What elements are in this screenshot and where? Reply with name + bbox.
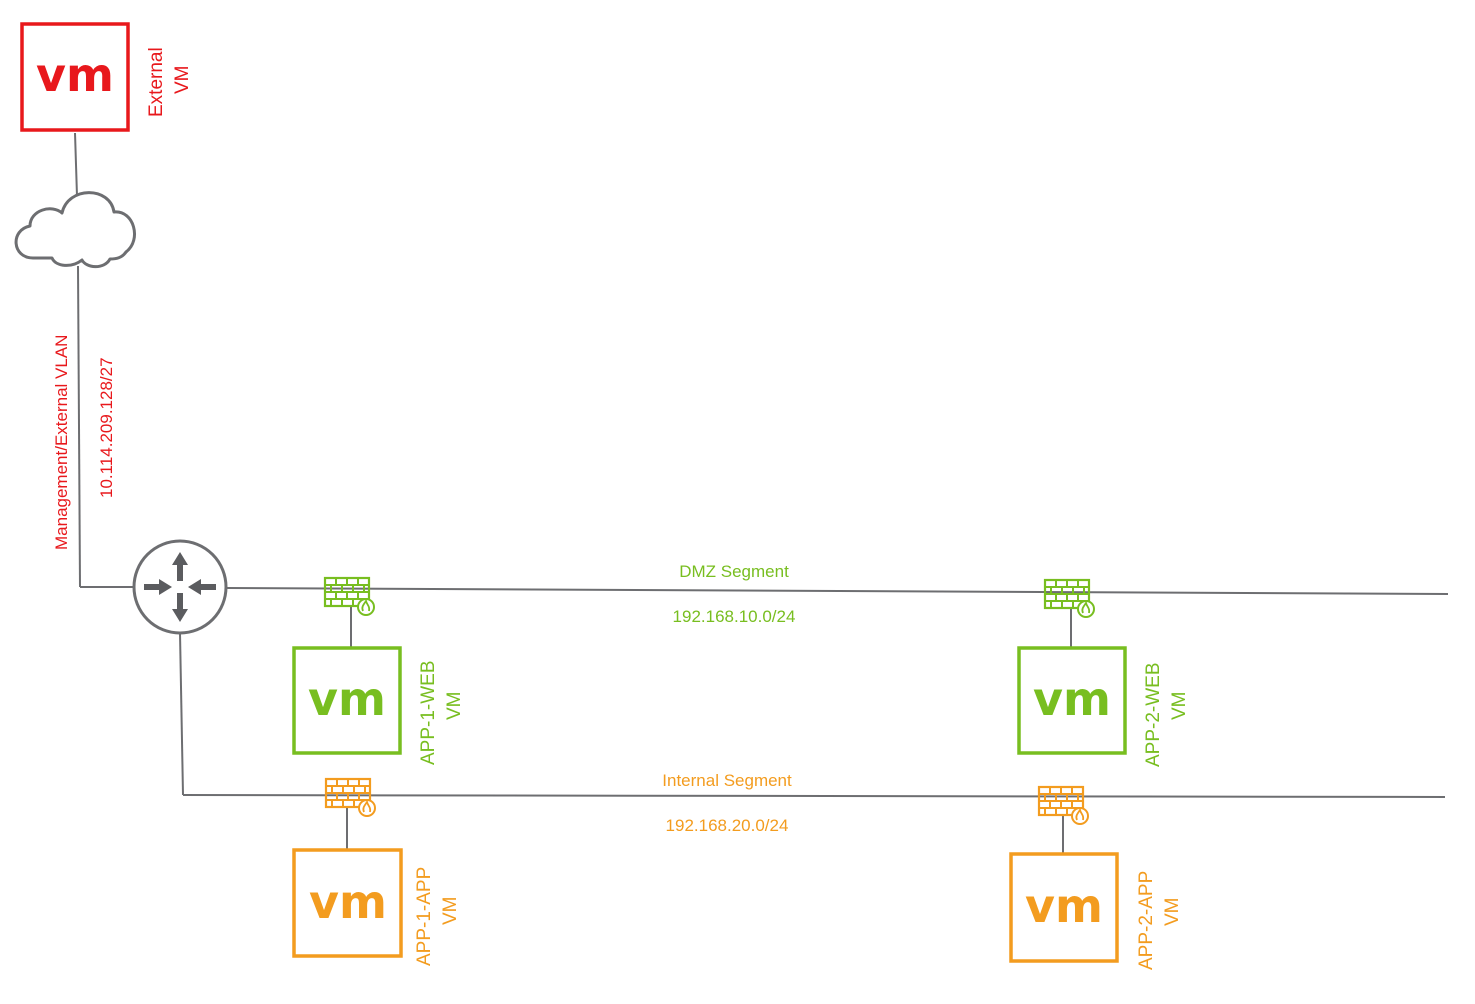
dmz-segment-line xyxy=(226,587,1449,595)
firewall-icon xyxy=(323,576,375,616)
router-to-internal-line xyxy=(179,632,184,796)
app1-web-vm-box xyxy=(292,646,402,755)
app2-app-vm-box xyxy=(1009,852,1119,963)
app1-web-vm-node: vm APP-1-WEB VM xyxy=(292,646,465,765)
app1-app-vm-box xyxy=(292,848,403,958)
app2-app-label-line2: VM xyxy=(1162,898,1183,927)
mgmt-vlan-name: Management/External VLAN xyxy=(52,335,71,550)
dmz-segment-name: DMZ Segment xyxy=(679,562,789,581)
app2-web-vm-logo: vm xyxy=(1033,672,1111,726)
cloud-icon xyxy=(14,191,136,269)
app2-app-vm-logo: vm xyxy=(1025,879,1103,933)
app1-app-vm-node: vm APP-1-APP VM xyxy=(292,848,461,966)
app1-web-vm-logo: vm xyxy=(308,672,386,726)
firewall-icon xyxy=(1043,578,1095,618)
app2-web-label-line1: APP-2-WEB xyxy=(1143,662,1164,767)
router-icon xyxy=(132,539,228,635)
app1-app-label-line2: VM xyxy=(440,897,461,926)
internal-segment-name: Internal Segment xyxy=(662,771,792,790)
external-vm-uplink xyxy=(74,132,78,197)
external-vm-label-line2: VM xyxy=(172,66,193,95)
internal-segment-cidr: 192.168.20.0/24 xyxy=(666,816,789,835)
app2-web-label-line2: VM xyxy=(1169,692,1190,721)
app1-app-label-line1: APP-1-APP xyxy=(414,867,435,966)
external-vm-logo: vm xyxy=(36,48,114,102)
connection-lines xyxy=(74,132,1449,853)
dmz-segment-cidr: 192.168.10.0/24 xyxy=(673,607,796,626)
firewall-icon xyxy=(324,777,376,817)
app1-web-label-line1: APP-1-WEB xyxy=(418,660,439,765)
mgmt-vlan-cidr: 10.114.209.128/27 xyxy=(97,357,116,498)
internal-segment-line xyxy=(182,794,1446,798)
external-vm-label-line1: External xyxy=(146,47,167,117)
app1-app-vm-logo: vm xyxy=(309,875,387,929)
mgmt-vlan-line xyxy=(77,265,81,588)
app2-app-vm-node: vm APP-2-APP VM xyxy=(1009,852,1183,970)
external-vm-box xyxy=(20,22,130,132)
app2-web-vm-box xyxy=(1017,646,1127,755)
external-vm-node: vm External VM xyxy=(20,22,193,132)
app1-web-label-line2: VM xyxy=(444,692,465,721)
firewall-icon xyxy=(1037,785,1089,825)
app2-app-label-line1: APP-2-APP xyxy=(1136,871,1157,970)
app2-web-vm-node: vm APP-2-WEB VM xyxy=(1017,646,1190,767)
